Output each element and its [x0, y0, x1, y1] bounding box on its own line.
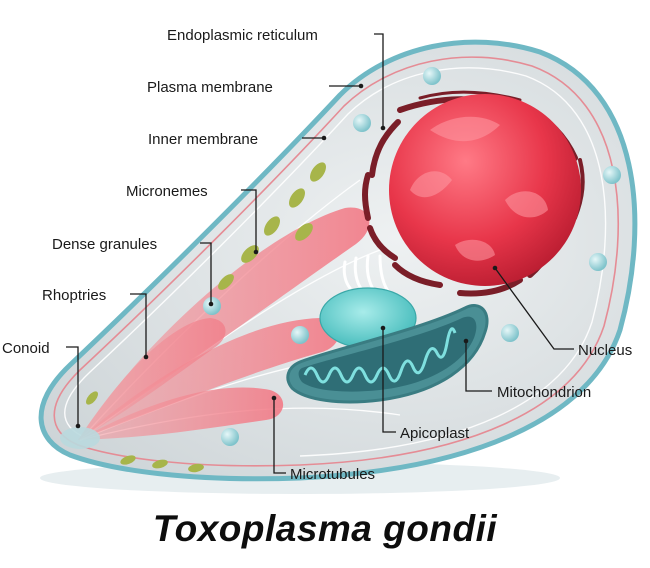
leader-mitochondrion-dot — [463, 338, 469, 344]
label-nucleus: Nucleus — [578, 342, 632, 359]
leader-apicoplast-dot — [380, 325, 386, 331]
micronemes — [86, 162, 326, 473]
label-microtubules: Microtubules — [290, 466, 375, 483]
leader-dense-granules — [200, 242, 212, 304]
dense-granules — [203, 67, 621, 446]
leader-endoplasmic-reticulum — [374, 33, 384, 128]
nucleus-highlight — [410, 116, 548, 261]
leader-dense-granules-dot — [208, 301, 214, 307]
leader-rhoptries-dot — [143, 354, 149, 360]
label-micronemes: Micronemes — [126, 183, 208, 200]
label-plasma-membrane: Plasma membrane — [147, 79, 273, 96]
label-mitochondrion: Mitochondrion — [497, 384, 591, 401]
leader-nucleus-dot — [492, 265, 498, 271]
leader-nucleus — [494, 267, 574, 350]
leader-micronemes-dot — [253, 249, 259, 255]
leader-endoplasmic-reticulum-dot — [380, 125, 386, 131]
conoid — [60, 427, 100, 449]
label-conoid: Conoid — [2, 340, 50, 357]
leader-micronemes — [241, 189, 257, 252]
label-inner-membrane: Inner membrane — [148, 131, 258, 148]
nucleus — [389, 94, 581, 286]
leader-apicoplast — [382, 328, 396, 433]
diagram-title: Toxoplasma gondii — [152, 508, 498, 549]
leader-conoid — [66, 346, 79, 426]
leader-inner-membrane-dot — [321, 135, 327, 141]
leader-mitochondrion — [465, 341, 492, 392]
leader-lines — [66, 33, 574, 474]
leader-rhoptries — [130, 293, 147, 357]
leader-plasma-membrane-dot — [358, 83, 364, 89]
label-apicoplast: Apicoplast — [400, 425, 470, 442]
rhoptries — [78, 207, 370, 440]
mitochondrion-inner — [298, 316, 477, 392]
inner-membrane-white — [64, 67, 607, 457]
label-endoplasmic-reticulum: Endoplasmic reticulum — [167, 27, 318, 44]
leader-conoid-dot — [75, 423, 81, 429]
label-rhoptries: Rhoptries — [42, 287, 106, 304]
leader-microtubules — [273, 398, 286, 474]
leader-microtubules-dot — [271, 395, 277, 401]
label-dense-granules: Dense granules — [52, 236, 157, 253]
